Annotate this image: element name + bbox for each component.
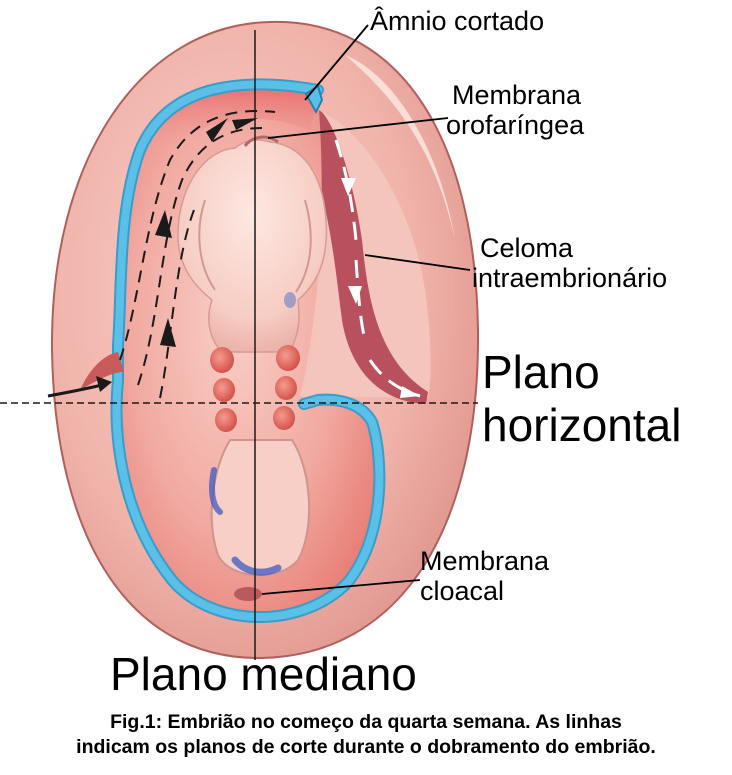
amnion-membrane-fill <box>112 80 384 621</box>
somite <box>210 347 234 373</box>
label-coelom-line2: intraembrionário <box>472 263 668 294</box>
coelom-arrowheads <box>341 178 420 398</box>
fold-flow-arrows <box>155 118 258 347</box>
label-horizontal-line1: Plano <box>482 346 600 398</box>
intraembryonic-coelom <box>300 110 428 404</box>
caudal-region <box>210 439 311 577</box>
cloacal-membrane-mark <box>234 587 262 601</box>
somite <box>276 345 300 371</box>
oropharyngeal-membrane-mark <box>243 135 279 147</box>
embryo-top-shading <box>150 88 318 160</box>
label-coelom-line1: Celoma <box>480 233 574 263</box>
label-oropharyngeal-line1: Membrana <box>452 80 582 110</box>
neural-pit-mark <box>284 292 296 308</box>
label-horizontal-plane: Plano horizontal <box>482 346 681 452</box>
label-cloacal-line1: Membrana <box>420 546 550 576</box>
label-oropharyngeal-line2: orofaríngea <box>446 110 585 141</box>
somite <box>273 406 295 430</box>
figure-caption: Fig.1: Embrião no começo da quarta seman… <box>0 710 732 761</box>
somite <box>215 408 237 432</box>
neural-fold-left <box>198 199 216 291</box>
neural-fold-right <box>295 199 312 293</box>
lateral-fold-arrowhead <box>96 376 112 392</box>
somites <box>210 345 300 432</box>
caption-line1: Fig.1: Embrião no começo da quarta seman… <box>110 711 622 733</box>
label-horizontal-line2: horizontal <box>482 398 682 451</box>
fold-flow-dashes <box>119 110 276 399</box>
label-cut-amnion: Âmnio cortado <box>370 6 545 36</box>
label-cloacal-membrane: Membrana cloacal <box>420 546 549 606</box>
label-oropharyngeal-membrane: Membrana orofaríngea <box>446 80 584 140</box>
left-fold-lip <box>80 352 124 390</box>
somite <box>213 378 235 402</box>
leader-lines <box>261 24 471 595</box>
caudal-blue-mark-left <box>209 467 223 515</box>
caption-line2: indicam os planos de corte durante o dob… <box>76 736 656 759</box>
label-cloacal-line2: cloacal <box>420 576 505 607</box>
label-intraembryonic-coelom: Celoma intraembrionário <box>472 233 667 293</box>
somite <box>275 376 297 400</box>
label-median-plane: Plano mediano <box>110 648 417 700</box>
